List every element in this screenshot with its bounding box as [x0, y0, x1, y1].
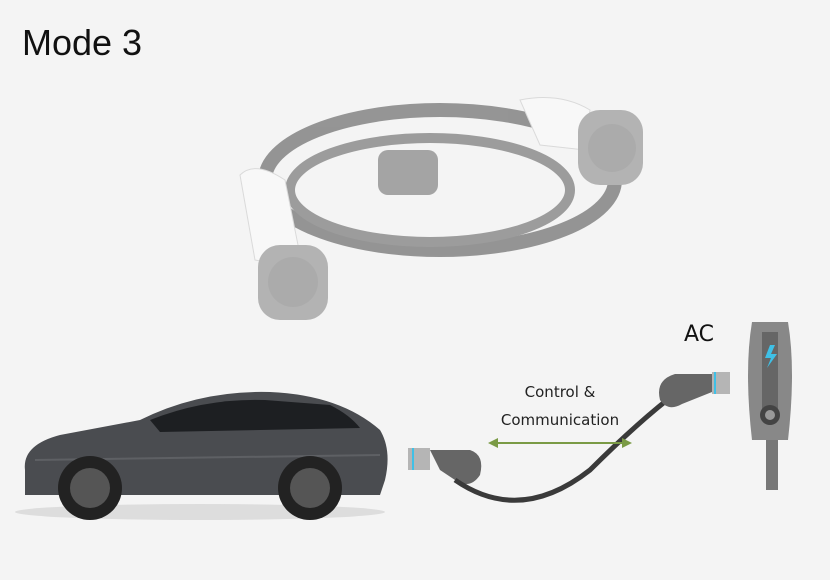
ev-connector-right	[659, 372, 730, 408]
cable	[453, 388, 682, 503]
wallbox-charger	[748, 322, 792, 490]
control-line: Control &	[524, 383, 596, 401]
slide-title: Mode 3	[22, 22, 143, 63]
lightning-icon	[765, 345, 777, 368]
control-communication-label: Control & Communication	[480, 378, 640, 434]
charging-cable-photo	[239, 97, 643, 320]
communication-line: Communication	[500, 411, 620, 429]
bidirectional-arrow	[488, 438, 632, 448]
ac-label: AC	[684, 322, 715, 347]
ev-connector-left	[408, 448, 482, 484]
electric-car	[15, 391, 388, 520]
